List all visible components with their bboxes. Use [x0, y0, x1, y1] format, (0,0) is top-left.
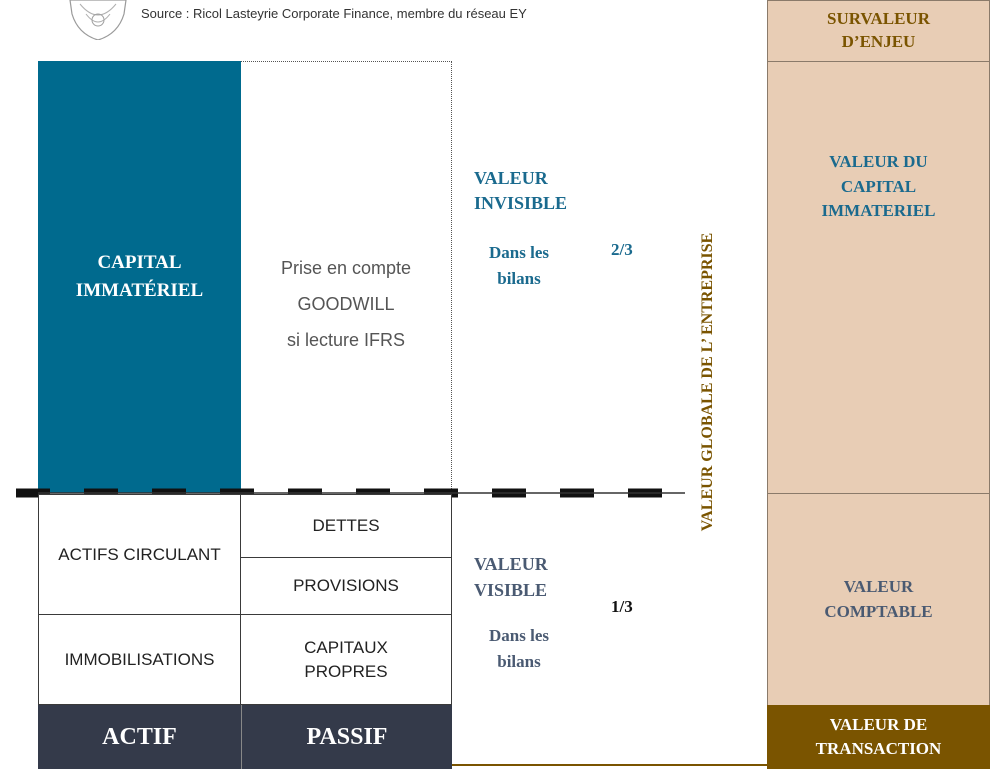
valeur-visible-label: VALEUR VISIBLE — [474, 554, 548, 601]
ratio-top: 2/3 — [611, 240, 633, 259]
valeur-capital-block — [767, 61, 990, 494]
valeur-capital-label: VALEUR DU CAPITAL IMMATERIEL — [821, 152, 936, 221]
valeur-transaction-block: VALEUR DE TRANSACTION — [767, 705, 990, 769]
provisions-cell: PROVISIONS — [240, 557, 452, 615]
goodwill-text: Prise en compte GOODWILL si lecture IFRS — [280, 258, 412, 350]
bottom-rule — [452, 764, 767, 766]
immobilisations-cell: IMMOBILISATIONS — [38, 614, 241, 705]
capital-immateriel-block: CAPITAL IMMATÉRIEL — [38, 61, 241, 493]
actif-header: ACTIF — [38, 705, 241, 769]
passif-header: PASSIF — [241, 705, 452, 769]
dettes-cell: DETTES — [240, 494, 452, 558]
source-caption: Source : Ricol Lasteyrie Corporate Finan… — [141, 6, 527, 21]
crest-logo-icon — [69, 0, 127, 40]
valeur-comptable-block: VALEUR COMPTABLE — [767, 493, 990, 706]
dans-les-bilans-top: Dans les bilans — [489, 243, 549, 288]
ratio-bottom: 1/3 — [611, 597, 633, 616]
actifs-circulant-cell: ACTIFS CIRCULANT — [38, 494, 241, 615]
valeur-invisible-label: VALEUR INVISIBLE — [474, 168, 568, 214]
goodwill-outline — [240, 61, 452, 493]
dans-les-bilans-bottom: Dans les bilans — [489, 626, 549, 671]
dashed-separator — [16, 488, 686, 498]
survaleur-block: SURVALEUR D’ENJEU — [767, 0, 990, 62]
capitaux-propres-cell: CAPITAUX PROPRES — [240, 614, 452, 705]
valeur-globale-vertical-label: VALEUR GLOBALE DE L’ ENTREPRISE — [699, 232, 716, 532]
